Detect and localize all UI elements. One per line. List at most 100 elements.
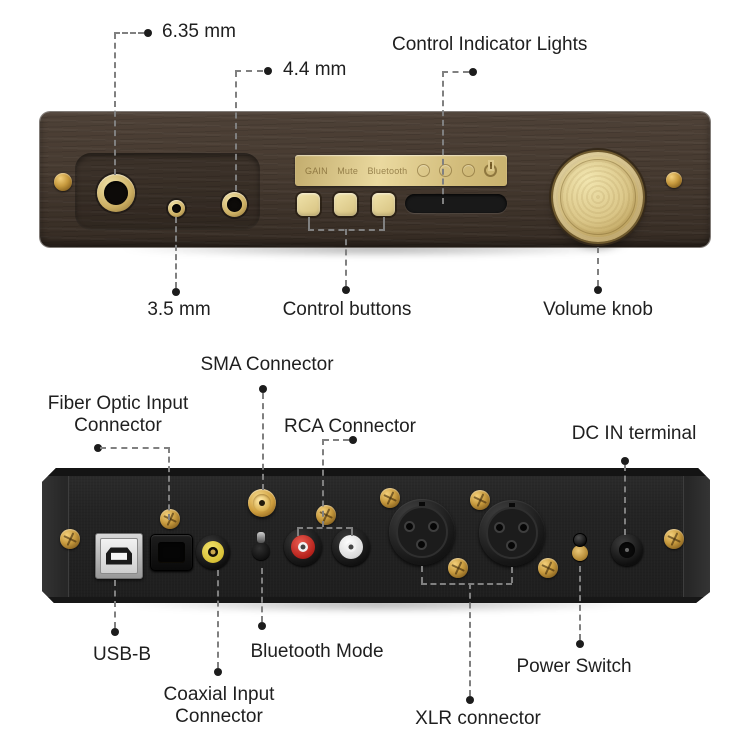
rca-jack-red[interactable] — [284, 528, 322, 566]
jack-4-4mm — [222, 192, 247, 217]
label-control-indicator-lights: Control Indicator Lights — [392, 34, 588, 55]
bluetooth-indicator-ring-icon — [461, 164, 475, 177]
label-power-switch: Power Switch — [516, 656, 632, 677]
coaxial-pin — [210, 549, 216, 555]
callout-dot-3-5mm — [172, 288, 180, 296]
back-screw-sma — [316, 505, 336, 525]
callout-stub-button1 — [308, 217, 310, 229]
gain-button[interactable] — [297, 193, 320, 216]
callout-dot-4-4mm — [264, 67, 272, 75]
xlr-right-notch — [509, 503, 515, 507]
indicator-light-window — [405, 194, 507, 213]
gain-indicator-ring-icon — [416, 164, 430, 177]
back-panel-top-edge — [42, 468, 710, 476]
back-panel-right-flange — [683, 468, 710, 603]
dc-in-jack[interactable] — [611, 534, 643, 566]
label-dc-in-terminal: DC IN terminal — [571, 423, 697, 444]
callout-dot-coax — [214, 668, 222, 676]
usb-b-port[interactable] — [95, 533, 143, 579]
jack-6-35mm — [97, 174, 135, 212]
front-panel: GAIN Mute Bluetooth — [40, 112, 710, 247]
jack-3-5mm-hole — [172, 204, 181, 213]
mute-button[interactable] — [334, 193, 357, 216]
label-volume-knob: Volume knob — [543, 299, 653, 320]
callout-dot-xlr — [466, 696, 474, 704]
label-xlr-connector: XLR connector — [415, 708, 541, 729]
callout-dot-6-35mm — [144, 29, 152, 37]
callout-line-rca-v — [322, 439, 324, 527]
jack-3-5mm — [168, 200, 185, 217]
callout-line-3-5mm — [175, 217, 177, 288]
label-coaxial-line2: Connector — [175, 706, 263, 727]
back-screw-left — [60, 529, 80, 549]
callout-dot-usb-b — [111, 628, 119, 636]
callout-bracket-rca — [297, 527, 352, 529]
label-bluetooth-mode: Bluetooth Mode — [250, 641, 384, 662]
label-control-buttons: Control buttons — [282, 299, 412, 320]
sma-antenna-connector[interactable] — [248, 489, 276, 517]
callout-line-bluetooth — [261, 568, 263, 622]
xlr-left-face — [396, 506, 448, 558]
label-4-4mm: 4.4 mm — [283, 59, 347, 80]
rca-red-hole — [300, 544, 306, 550]
callout-line-volume-knob — [597, 247, 599, 286]
callout-bracket-xlr — [421, 583, 512, 585]
callout-stub-rca-left — [297, 527, 299, 536]
label-3-5mm: 3.5 mm — [147, 299, 211, 320]
callout-line-usb-b — [114, 580, 116, 628]
label-fiber-optic-line1: Fiber Optic Input — [47, 393, 189, 414]
callout-line-power-switch — [579, 566, 581, 640]
callout-line-6-35mm — [114, 33, 116, 175]
callout-line-coax — [217, 570, 219, 668]
callout-dot-sma — [259, 385, 267, 393]
power-switch-toggle[interactable] — [573, 533, 587, 547]
volume-knob[interactable] — [553, 152, 643, 242]
back-panel — [42, 468, 710, 603]
coaxial-input-jack[interactable] — [196, 535, 230, 569]
back-panel-bottom-edge — [42, 597, 710, 603]
callout-line-rca-h — [323, 439, 349, 441]
callout-stub-button3 — [383, 217, 385, 229]
callout-line-fiber-h — [100, 447, 170, 449]
indicator-label-plate: GAIN Mute Bluetooth — [295, 155, 507, 186]
callout-line-4-4mm-h — [235, 70, 263, 72]
callout-line-buttons — [345, 229, 347, 286]
sma-hole — [259, 500, 265, 506]
back-screw-xlr2-top — [470, 490, 490, 510]
callout-line-dc-in — [624, 465, 626, 535]
bluetooth-mode-switch-base — [252, 542, 270, 560]
label-coaxial-line1: Coaxial Input — [163, 684, 275, 705]
dc-in-pin — [625, 548, 629, 552]
mute-indicator-ring-icon — [439, 164, 453, 177]
callout-dot-buttons — [342, 286, 350, 294]
plate-label-mute: Mute — [337, 165, 359, 176]
xlr-right-face — [486, 507, 538, 559]
label-coaxial-input: Coaxial Input Connector — [164, 684, 275, 728]
callout-line-fiber-v — [168, 447, 170, 520]
fiber-optic-port[interactable] — [150, 534, 193, 571]
xlr-left-pin1 — [404, 521, 415, 532]
label-usb-b: USB-B — [92, 644, 152, 665]
label-fiber-optic-line2: Connector — [74, 415, 162, 436]
back-screw-optical — [160, 509, 180, 529]
xlr-connector-left[interactable] — [389, 499, 455, 565]
fiber-optic-hole — [158, 542, 185, 563]
callout-dot-bluetooth — [258, 622, 266, 630]
back-screw-xlr1-top — [380, 488, 400, 508]
jack-6-35mm-hole — [104, 181, 128, 205]
back-screw-xlr1-bottom — [448, 558, 468, 578]
xlr-connector-right[interactable] — [479, 500, 545, 566]
callout-dot-rca — [349, 436, 357, 444]
usb-b-tab — [111, 552, 127, 560]
power-icon — [484, 164, 497, 177]
jack-4-4mm-hole — [227, 197, 242, 212]
bluetooth-button[interactable] — [372, 193, 395, 216]
callout-dot-power-switch — [576, 640, 584, 648]
callout-line-indicator-lights — [442, 71, 444, 204]
bluetooth-mode-switch[interactable] — [256, 531, 266, 544]
label-fiber-optic: Fiber Optic Input Connector — [48, 393, 188, 437]
label-sma-connector: SMA Connector — [200, 354, 334, 375]
xlr-right-pin2 — [518, 522, 529, 533]
callout-stub-xlr2 — [511, 567, 513, 583]
